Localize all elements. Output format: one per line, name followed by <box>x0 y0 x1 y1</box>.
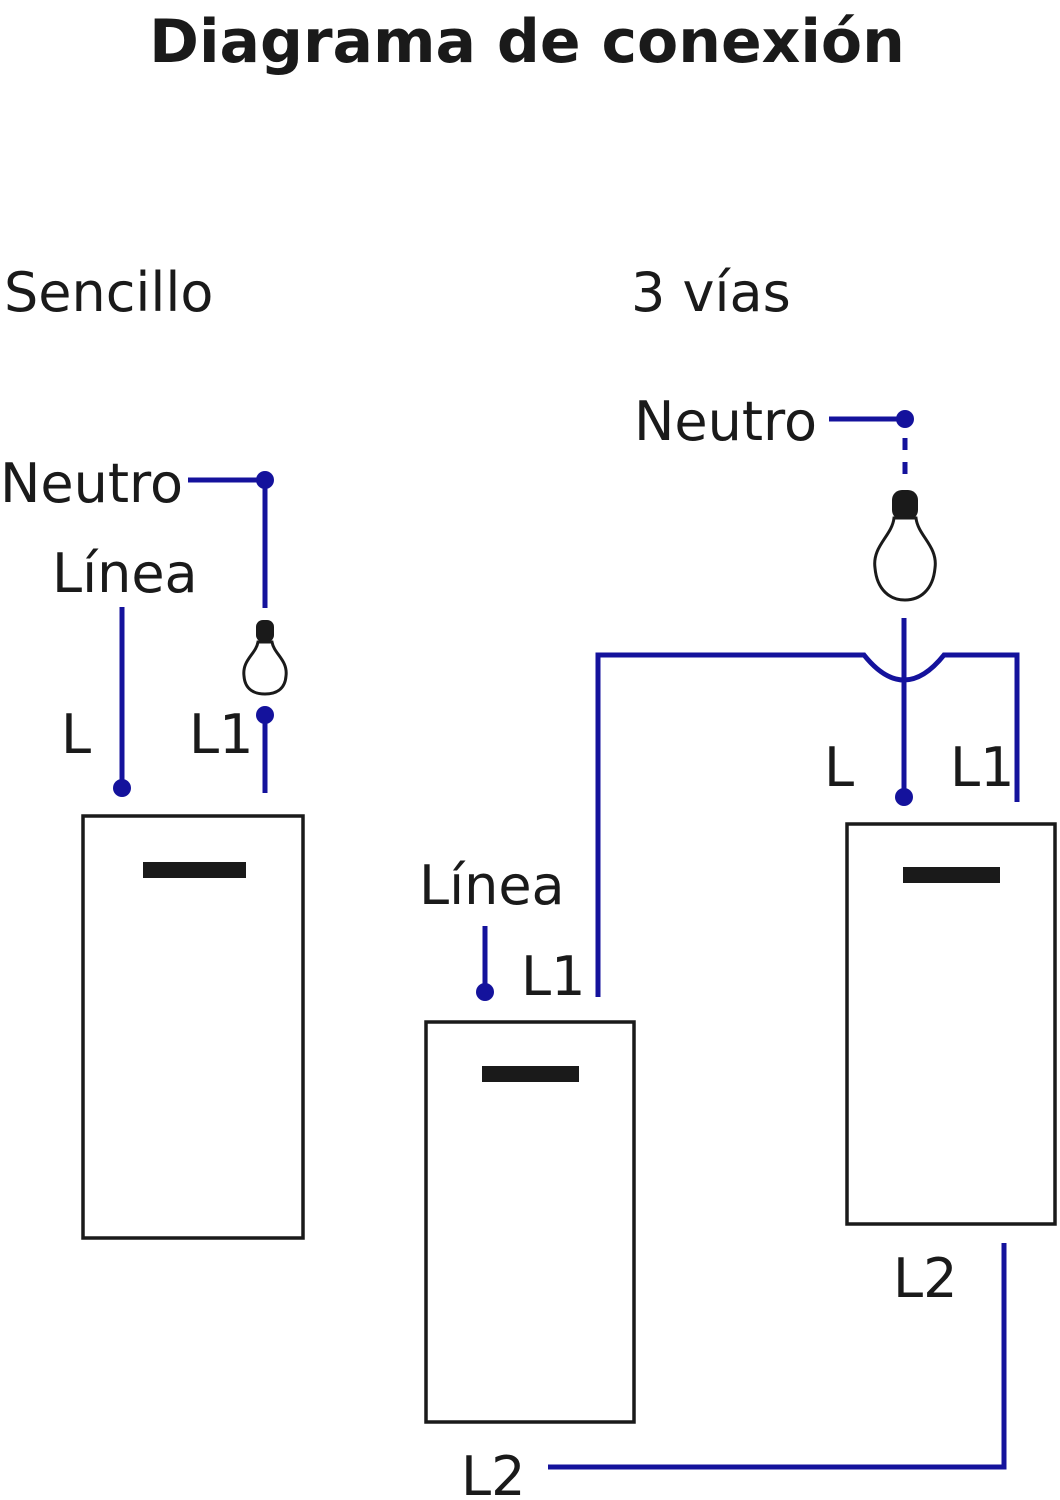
tres-vias-neutro-label: Neutro <box>634 390 817 453</box>
switch-toggle-icon <box>482 1066 579 1082</box>
light-bulb-icon <box>242 620 288 696</box>
tres-vias-l2-traveler-wire <box>548 1243 1007 1470</box>
sencillo-linea-label: Línea <box>52 542 198 605</box>
sencillo-l1-wire <box>256 706 274 793</box>
light-bulb-icon <box>873 490 937 602</box>
sencillo-neutro-wire <box>188 471 274 608</box>
sencillo-heading: Sencillo <box>4 261 213 324</box>
tres-vias-bulb-to-l-wire <box>895 618 913 806</box>
tres-vias-l1-traveler-wire <box>595 652 1020 997</box>
tres-vias-right-terminal-l1: L1 <box>950 736 1014 799</box>
tres-vias-section: 3 vías Neutro L L1 L2 Línea <box>419 261 1057 1500</box>
sencillo-section: Sencillo Neutro Línea L L1 <box>0 261 305 1240</box>
sencillo-terminal-l1: L1 <box>189 703 253 766</box>
tres-vias-right-switch <box>845 822 1057 1226</box>
tres-vias-neutro-wire <box>829 410 914 478</box>
switch-toggle-icon <box>143 862 246 878</box>
tres-vias-left-terminal-l2: L2 <box>461 1445 525 1500</box>
sencillo-neutro-label: Neutro <box>0 452 183 515</box>
sencillo-linea-wire <box>113 607 131 797</box>
tres-vias-left-switch <box>424 1020 636 1424</box>
tres-vias-left-terminal-l1: L1 <box>521 945 585 1008</box>
tres-vias-linea-label: Línea <box>419 854 565 917</box>
sencillo-terminal-l: L <box>61 703 91 766</box>
tres-vias-heading: 3 vías <box>631 261 791 324</box>
tres-vias-linea-wire <box>476 926 494 1001</box>
tres-vias-right-terminal-l: L <box>824 736 854 799</box>
switch-toggle-icon <box>903 867 1000 883</box>
sencillo-switch <box>81 814 305 1240</box>
diagram-title: Diagrama de conexión <box>149 7 905 77</box>
tres-vias-right-terminal-l2: L2 <box>893 1247 957 1310</box>
